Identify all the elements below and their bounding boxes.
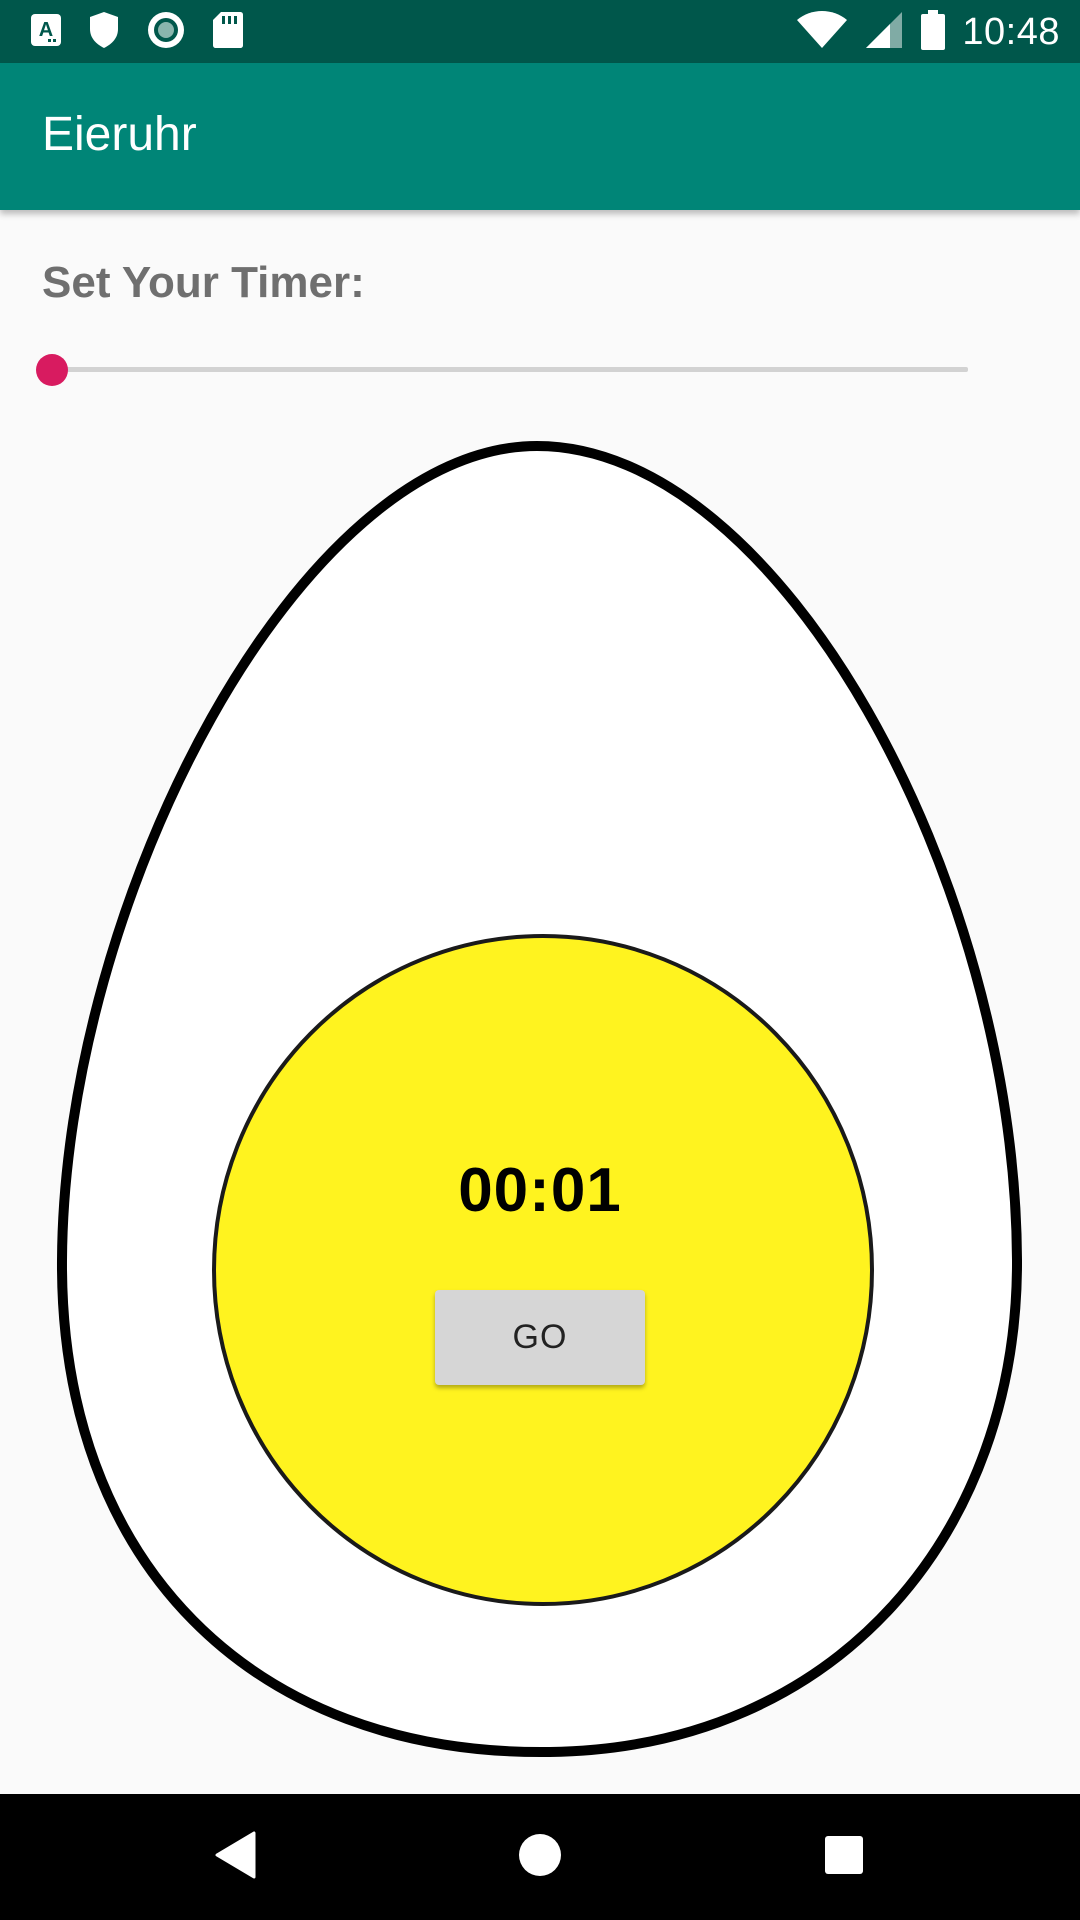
egg-graphic <box>56 440 1023 1758</box>
back-button[interactable] <box>206 1827 266 1887</box>
app-bar: Eieruhr <box>0 63 1080 210</box>
status-notification-icons: A <box>30 10 244 55</box>
app-title: Eieruhr <box>42 108 197 161</box>
go-button[interactable]: GO <box>435 1290 645 1385</box>
egg-yolk <box>212 934 874 1606</box>
slider-track <box>54 367 968 372</box>
slider-thumb[interactable] <box>36 354 68 386</box>
recents-button[interactable] <box>814 1827 874 1887</box>
back-icon <box>214 1831 258 1884</box>
battery-icon <box>920 9 946 56</box>
timer-display: 00:01 <box>458 1156 622 1225</box>
home-button[interactable] <box>510 1827 570 1887</box>
home-icon <box>518 1833 562 1882</box>
record-icon <box>146 10 186 55</box>
timer-label: Set Your Timer: <box>42 258 365 307</box>
shield-icon <box>88 11 120 54</box>
signal-icon <box>864 10 904 55</box>
svg-text:A: A <box>39 19 53 41</box>
status-system-icons: 10:48 <box>796 9 1060 56</box>
sd-card-icon <box>212 11 244 54</box>
timer-slider[interactable] <box>36 349 968 389</box>
status-time: 10:48 <box>962 10 1060 53</box>
recents-icon <box>824 1835 864 1880</box>
status-bar: A <box>0 0 1080 63</box>
navigation-bar <box>0 1794 1080 1920</box>
wifi-icon <box>796 10 848 55</box>
font-a-icon: A <box>30 13 62 52</box>
